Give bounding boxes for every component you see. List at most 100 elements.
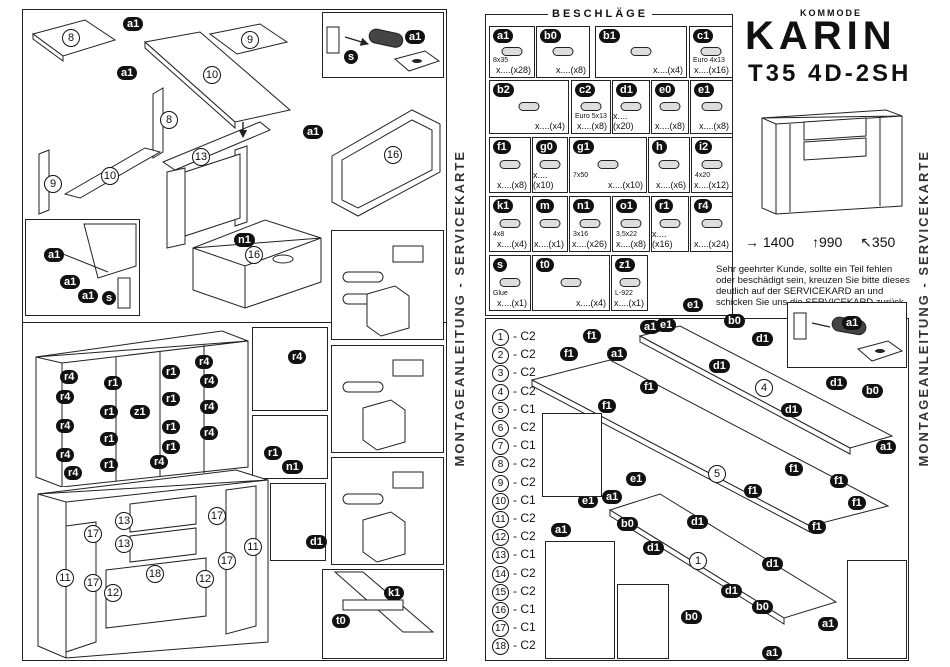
part-qty-g0: x....(x10) xyxy=(533,170,554,190)
legend-row: 7- C1 xyxy=(492,436,536,456)
badge-f1-2: f1 xyxy=(560,347,578,361)
part-id-z1: z1 xyxy=(615,258,635,272)
legend-number: 3 xyxy=(492,365,509,383)
panel-label-4: 4 xyxy=(755,379,773,397)
part-id-r4: r4 xyxy=(694,199,713,213)
part-qty-b0: x....(x8) xyxy=(555,65,586,75)
legend-label: - C1 xyxy=(513,620,536,635)
legend-row: 11- C2 xyxy=(492,509,536,528)
part-qty-b2: x....(x4) xyxy=(534,121,565,131)
badge-a1-detail-2: a1 xyxy=(60,275,81,289)
badge-r1-g: r1 xyxy=(162,420,181,434)
badge-r4-f: r4 xyxy=(195,355,214,369)
badge-s-detail: s xyxy=(102,291,117,305)
part-icon-b2 xyxy=(516,97,542,122)
badge-r4-h: r4 xyxy=(200,400,219,414)
part-icon-k1 xyxy=(497,214,523,239)
brand-title: KARIN xyxy=(745,14,897,58)
part-icon-g1 xyxy=(595,155,621,180)
legend-label: - C2 xyxy=(513,583,536,598)
badge-a1-r1: a1 xyxy=(607,347,628,361)
legend-row: 2- C2 xyxy=(492,345,536,365)
dimension-depth: ↖350 xyxy=(860,234,896,250)
part-icon-i2 xyxy=(699,155,725,180)
part-qty-a1: x....(x28) xyxy=(495,65,531,75)
legend-row: 4- C2 xyxy=(492,382,536,401)
part-icon-h xyxy=(656,155,682,180)
hinge-illustrations xyxy=(333,245,435,633)
badge-f1-4: f1 xyxy=(598,399,616,413)
part-id-c1: c1 xyxy=(693,29,714,43)
badge-r1-inset: r1 xyxy=(264,446,283,460)
part-qty-c2: x....(x8) xyxy=(576,121,607,131)
legend-number: 13 xyxy=(492,547,509,565)
legend-row: 18- C2 xyxy=(492,636,536,656)
part-label-12-a: 12 xyxy=(104,584,122,602)
badge-d1-7: d1 xyxy=(643,541,664,555)
badge-e1-2: e1 xyxy=(656,318,677,332)
legend-row: 17- C1 xyxy=(492,618,536,638)
badge-n1-inset: n1 xyxy=(282,460,303,474)
badge-r1-e: r1 xyxy=(162,365,181,379)
legend-number: 6 xyxy=(492,420,509,437)
part-label-11-b: 11 xyxy=(244,538,262,556)
part-qty-i2: x....(x12) xyxy=(693,180,729,190)
badge-a1-r3: a1 xyxy=(876,440,897,454)
hardware-title: BESCHLÄGE xyxy=(548,8,653,20)
part-qty-g1: x....(x10) xyxy=(607,180,643,190)
part-icon-s xyxy=(497,273,523,298)
part-spec-k1: 4x8 xyxy=(493,231,505,238)
legend-row: 8- C2 xyxy=(492,454,536,474)
part-icon-r1 xyxy=(657,214,683,239)
legend-number: 9 xyxy=(492,474,509,492)
inset-panel-16 xyxy=(331,109,441,217)
top-assembly-diagram xyxy=(31,19,322,309)
legend-label: - C2 xyxy=(513,529,536,544)
part-label-17-c: 17 xyxy=(84,574,102,592)
legend-row: 1- C2 xyxy=(492,327,536,346)
brand-subtitle: KOMMODE xyxy=(800,8,862,18)
left-side-title: MONTAGEANLEITUNG - SERVICEKARTE xyxy=(452,150,467,467)
badge-z1: z1 xyxy=(130,405,150,419)
legend-label: - C2 xyxy=(513,474,536,489)
badge-r4-b: r4 xyxy=(56,390,75,404)
part-icon-t0 xyxy=(558,273,584,298)
legend-label: - C1 xyxy=(513,438,536,453)
legend-row: 12 - C2 xyxy=(492,527,536,547)
part-label-16-frame: 16 xyxy=(384,146,402,164)
part-qty-t0: x....(x4) xyxy=(575,298,606,308)
inset-f1-right xyxy=(847,560,907,659)
part-qty-e0: x....(x8) xyxy=(654,121,685,131)
legend-label: - C2 xyxy=(513,456,536,471)
part-qty-e1: x....(x8) xyxy=(698,121,729,131)
badge-r4-g: r4 xyxy=(200,374,219,388)
legend-number: 15 xyxy=(492,583,509,601)
part-icon-d1 xyxy=(618,97,644,122)
inset-dowel-right xyxy=(787,302,907,368)
part-id-b0: b0 xyxy=(540,29,561,43)
part-icon-e0 xyxy=(657,97,683,122)
legend-row: 6- C2 xyxy=(492,418,536,437)
badge-a1-2: a1 xyxy=(117,66,138,80)
part-id-k1: k1 xyxy=(493,199,514,213)
badge-k1: k1 xyxy=(384,586,405,600)
badge-e1-3: e1 xyxy=(626,472,647,486)
part-label-10-top: 10 xyxy=(203,66,221,84)
legend-number: 12 xyxy=(492,529,509,547)
part-qty-r1: x....(x16) xyxy=(652,229,673,249)
badge-r1-h: r1 xyxy=(162,440,181,454)
